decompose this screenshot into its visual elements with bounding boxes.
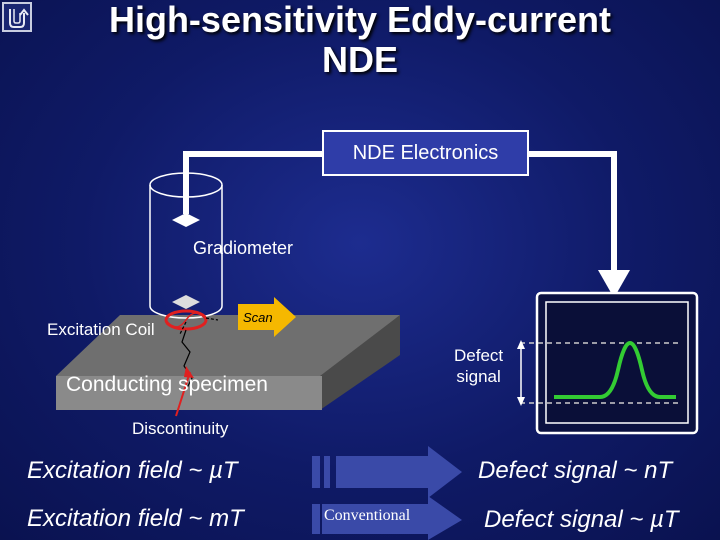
return-arrow-icon[interactable] — [2, 2, 32, 32]
defect-label-line-2: signal — [456, 367, 501, 386]
row1-excitation-field: Excitation field ~ µT — [27, 457, 238, 484]
gradiometer-lower-loop — [172, 295, 200, 309]
row1-arrow — [336, 446, 462, 498]
gradiometer-upper-loop — [172, 213, 200, 227]
discontinuity-pointer-head — [184, 366, 194, 378]
discontinuity-pointer — [175, 371, 191, 417]
scan-arrow — [238, 297, 296, 337]
specimen-side — [320, 315, 400, 410]
row1-defect-signal: Defect signal ~ nT — [478, 457, 673, 484]
title-line-1: High-sensitivity Eddy-current — [108, 0, 612, 40]
specimen-top — [56, 315, 400, 376]
row1-arrow-bar-2 — [324, 456, 330, 488]
amplitude-arrow-top — [517, 340, 525, 349]
defect-signal-trace — [554, 340, 676, 399]
row1-arrow-bar-1 — [312, 456, 320, 488]
specimen-front — [56, 376, 322, 410]
page-title: High-sensitivity Eddy-current NDE — [0, 0, 720, 80]
scan-label: Scan — [243, 310, 273, 325]
conventional-label: Conventional — [324, 507, 411, 524]
row2-defect-signal: Defect signal ~ µT — [484, 506, 679, 533]
monitor-screen — [545, 301, 689, 424]
monitor-arrowhead — [598, 270, 630, 298]
gradiometer-label: Gradiometer — [193, 238, 294, 258]
excitation-coil-label: Excitation Coil — [47, 320, 155, 339]
row2-arrow — [322, 496, 462, 540]
coil-field-lines — [165, 312, 207, 328]
defect-label-line-1: Defect — [454, 346, 504, 365]
amplitude-arrow-bottom — [517, 397, 525, 406]
defect-signal-label: Defect signal — [454, 345, 503, 387]
wire-to-monitor — [529, 151, 617, 272]
discontinuity-crack — [181, 329, 193, 391]
row2-excitation-field: Excitation field ~ mT — [27, 505, 244, 532]
title-line-2: NDE — [321, 39, 398, 80]
conducting-specimen-label: Conducting specimen — [66, 373, 268, 396]
gradiometer-bottom-ellipse — [149, 305, 223, 319]
wire-to-gradiometer — [183, 151, 322, 214]
discontinuity-label: Discontinuity — [132, 419, 229, 438]
row2-arrow-bar-1 — [312, 504, 320, 534]
coil-leader — [179, 317, 219, 335]
nde-electronics-box: NDE Electronics — [322, 130, 529, 176]
